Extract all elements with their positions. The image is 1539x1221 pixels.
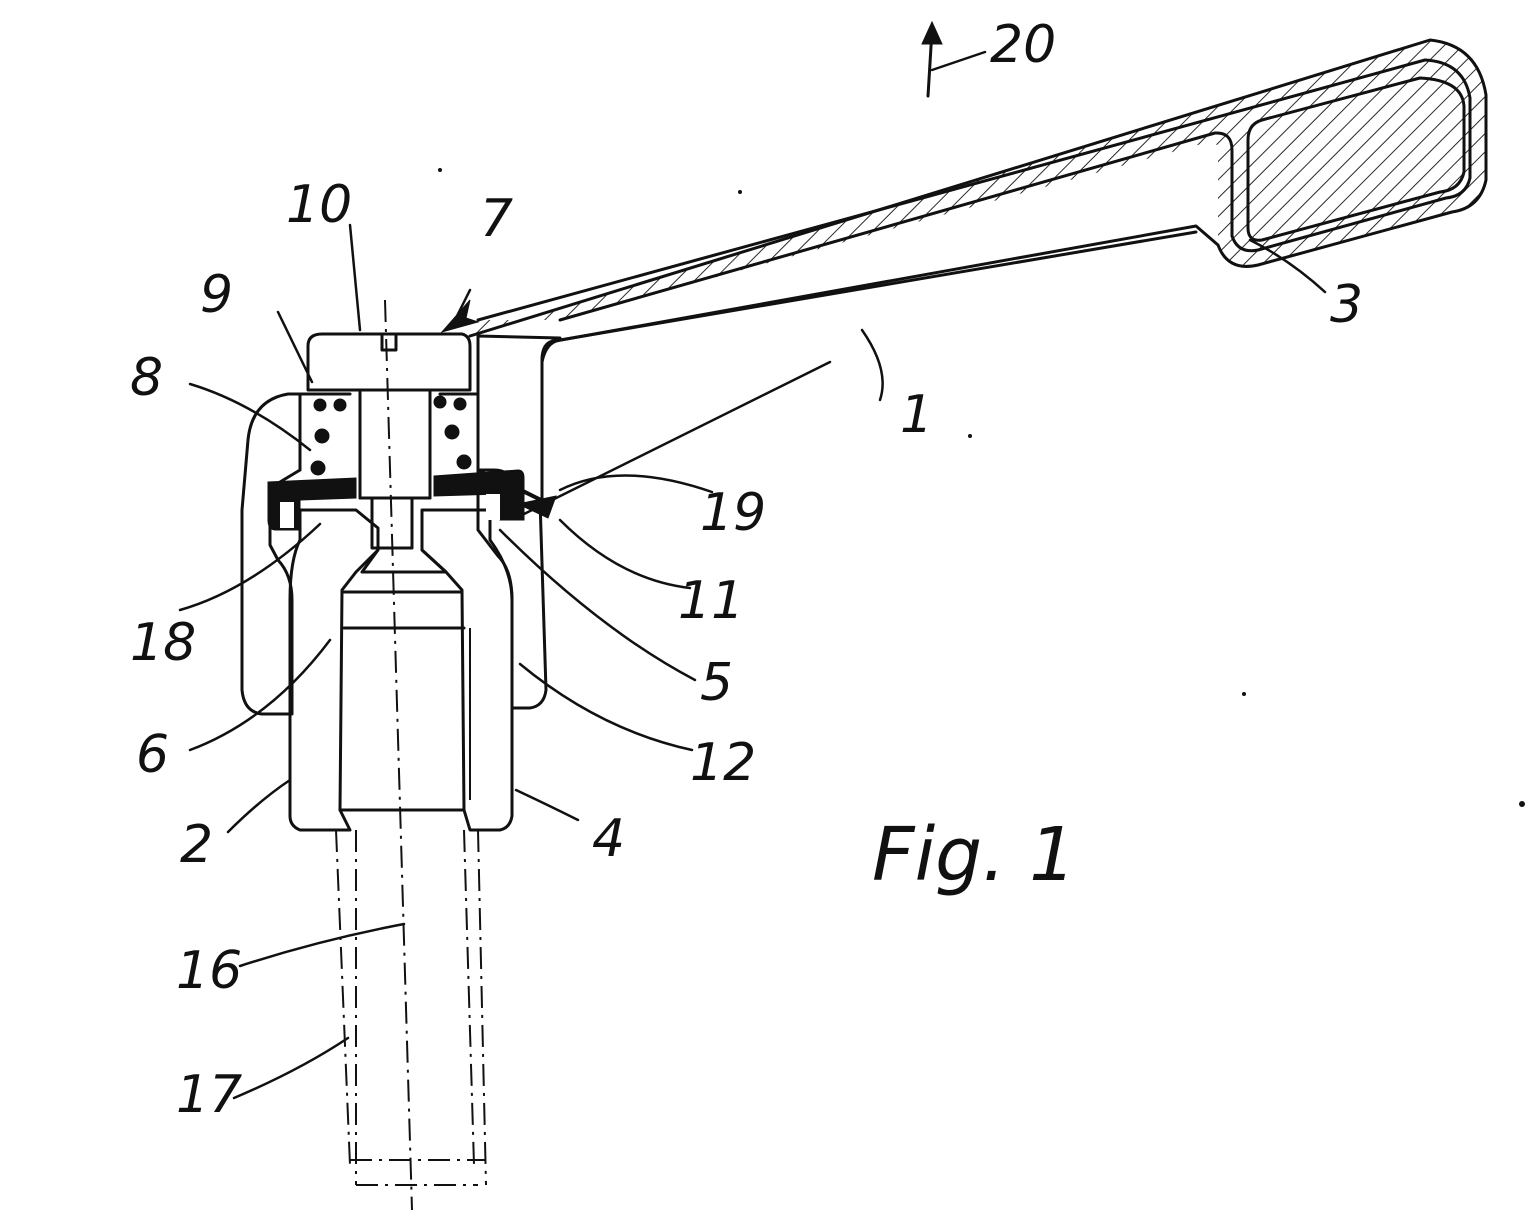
label-3: 3 xyxy=(1330,275,1363,335)
arrow-20 xyxy=(921,20,987,98)
sealing-ring xyxy=(267,469,525,531)
threaded-bushing xyxy=(288,508,514,832)
label-1: 1 xyxy=(900,385,933,445)
label-18: 18 xyxy=(130,613,196,673)
figure-caption: Fig. 1 xyxy=(872,812,1076,898)
reference-numerals: 20 1 3 7 10 9 8 19 11 18 5 6 12 2 4 16 1… xyxy=(130,15,1363,1125)
screw-and-spring xyxy=(298,332,480,550)
label-4: 4 xyxy=(592,809,625,869)
label-7: 7 xyxy=(480,189,513,249)
label-8: 8 xyxy=(130,348,163,408)
label-20: 20 xyxy=(990,15,1056,75)
label-16: 16 xyxy=(176,941,242,1001)
label-11: 11 xyxy=(678,571,744,631)
lever-arm xyxy=(468,38,1488,502)
leader-lines xyxy=(178,223,1327,1100)
threaded-bolt xyxy=(335,299,487,1211)
label-9: 9 xyxy=(200,265,233,325)
label-5: 5 xyxy=(700,653,733,713)
label-10: 10 xyxy=(286,175,352,235)
label-12: 12 xyxy=(690,733,756,793)
label-2: 2 xyxy=(180,815,213,875)
label-17: 17 xyxy=(176,1065,242,1125)
label-19: 19 xyxy=(700,483,766,543)
label-6: 6 xyxy=(136,725,169,785)
